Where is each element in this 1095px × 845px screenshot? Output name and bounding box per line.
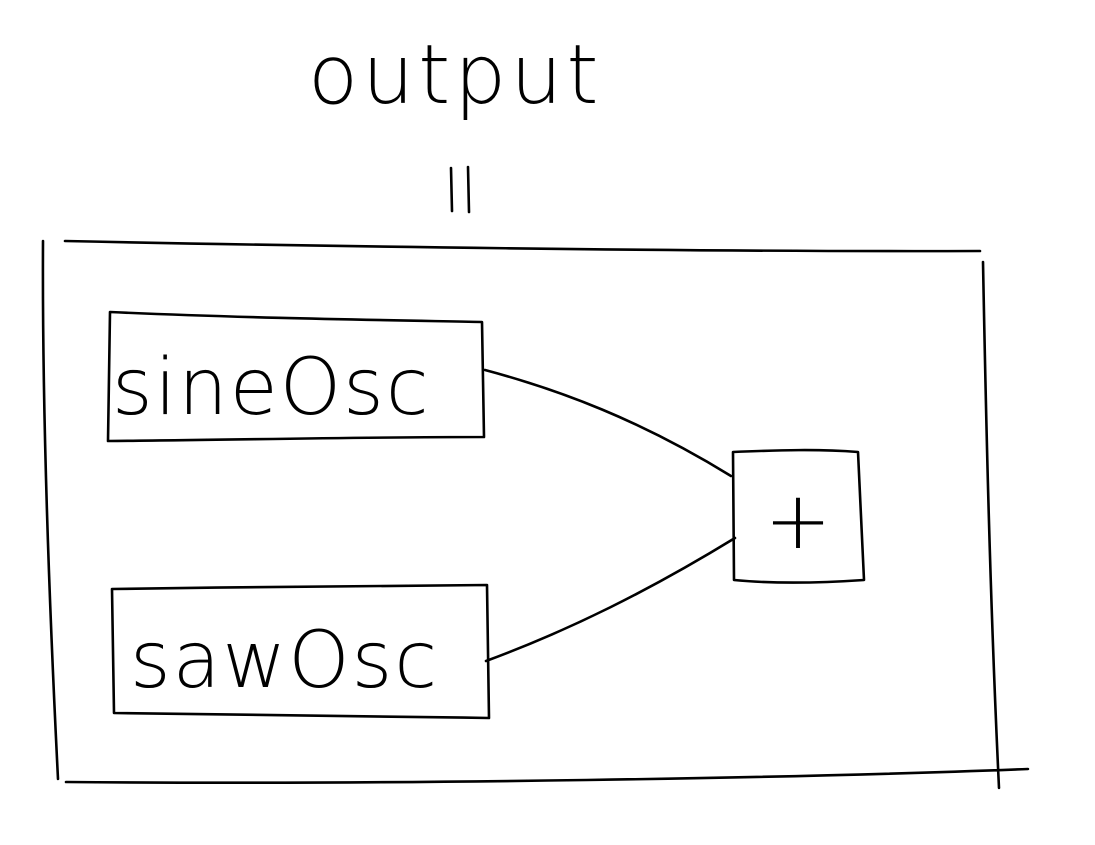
node-sine-label: sineOsc (112, 343, 431, 433)
node-saw-box (110, 583, 491, 720)
edge-sine-to-adder (483, 368, 733, 478)
equals-connector (449, 165, 471, 214)
node-sine-box (106, 310, 486, 443)
edge-saw-to-adder (484, 536, 737, 663)
node-adder: + (731, 448, 866, 584)
node-saw-osc: sawOsc (110, 583, 491, 720)
adder-symbol: + (764, 474, 831, 567)
graph-container (41, 239, 1030, 790)
node-saw-label: sawOsc (130, 616, 439, 706)
node-sine-osc: sineOsc (106, 310, 486, 443)
adder-box (731, 448, 866, 584)
output-label: output (308, 28, 602, 123)
